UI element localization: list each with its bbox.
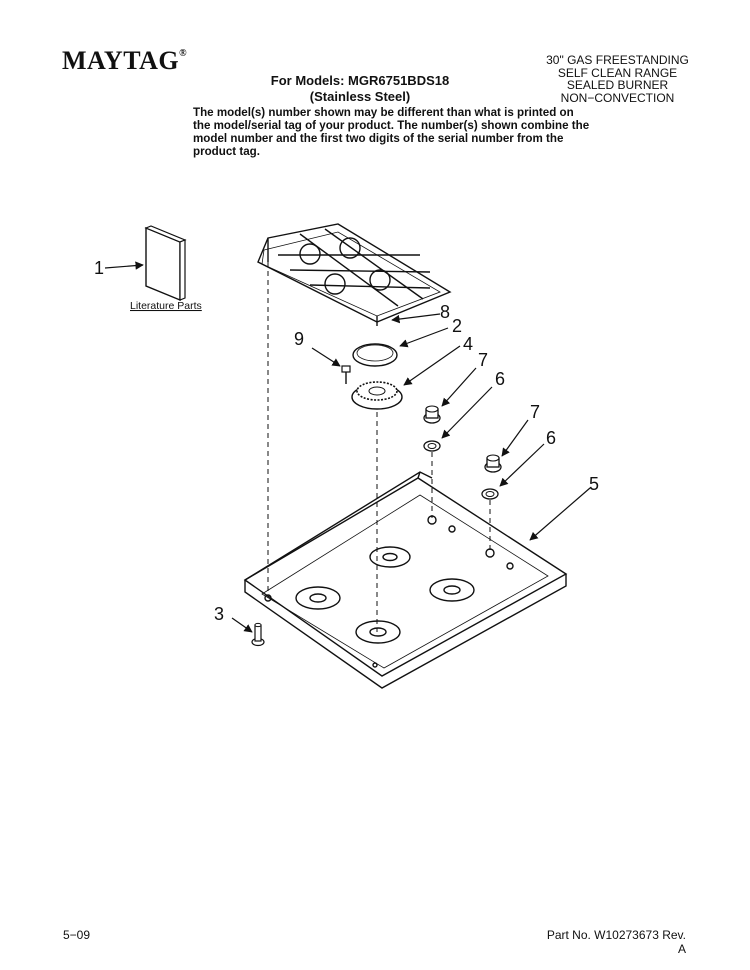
burner-grate [257,223,452,326]
product-type-line3: SEALED BURNER [566,78,669,92]
callout-arrow-3 [231,617,253,633]
callout-arrow-6a [441,386,493,439]
product-type-line1: 30" GAS FREESTANDING [546,53,689,67]
page-title: For Models: MGR6751BDS18 (Stainless Stee… [250,73,470,105]
knob-bezel-upper [423,440,441,452]
literature-booklet [144,225,187,302]
callout-arrow-5 [529,487,591,541]
callout-arrow-7b [501,419,529,457]
control-knob-lower [484,454,502,473]
callout-2: 2 [452,316,462,336]
model-description: The model(s) number shown may be differe… [193,106,590,158]
part-number: Part No. W10273673 Rev. A [546,928,686,956]
callout-arrow-1 [104,261,144,270]
model-finish: (Stainless Steel) [309,89,411,104]
callout-arrow-6b [499,443,545,487]
callout-5: 5 [589,474,599,494]
callout-9: 9 [294,329,304,349]
maytag-logo: MAYTAG® [62,46,187,76]
control-knob-upper [423,405,441,424]
knob-bezel-lower [481,488,499,500]
literature-parts-label: Literature Parts [130,300,202,312]
burner-cap [352,343,398,367]
callout-6b: 6 [546,428,556,448]
leveling-screw [251,622,265,647]
callout-4: 4 [463,334,473,354]
date-code: 5−09 [63,928,91,942]
callout-arrow-4 [403,345,461,386]
model-title: For Models: MGR6751BDS18 [270,73,450,88]
logo-text: MAYTAG [62,46,180,75]
callout-6a: 6 [495,369,505,389]
burner-head [351,381,403,410]
callout-arrow-8 [391,313,441,324]
cooktop-main-top [243,471,568,689]
callout-arrow-2 [399,327,449,348]
product-type: 30" GAS FREESTANDING SELF CLEAN RANGE SE… [540,54,695,104]
registered-mark: ® [179,48,188,59]
callout-7b: 7 [530,402,540,422]
callout-3: 3 [214,604,224,624]
callout-arrow-9 [311,347,341,367]
product-type-line4: NON−CONVECTION [560,90,675,105]
callout-1: 1 [94,258,104,278]
callout-7a: 7 [478,350,488,370]
callout-8: 8 [440,302,450,322]
igniter-electrode [341,365,351,384]
product-type-line2: SELF CLEAN RANGE [557,65,678,80]
callout-arrow-7a [441,367,477,407]
